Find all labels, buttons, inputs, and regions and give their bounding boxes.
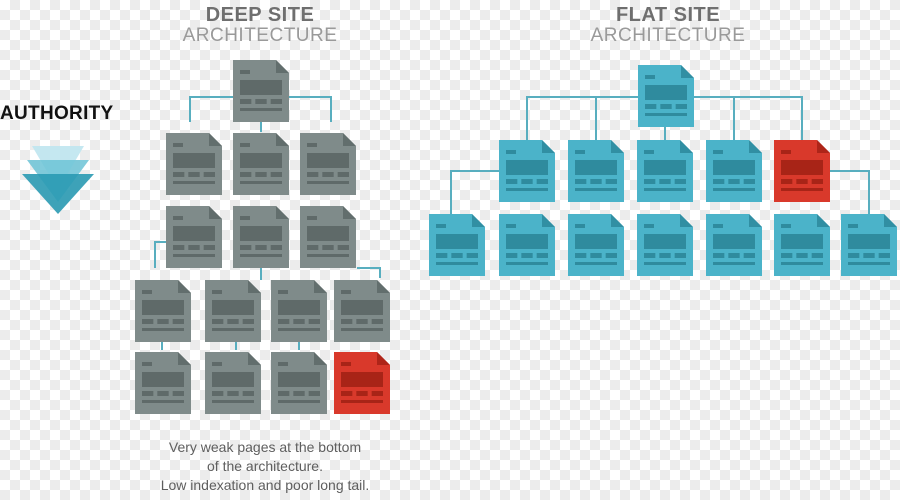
- deep-site-title: DEEP SITE: [205, 4, 315, 26]
- flat-site-title: FLAT SITE: [615, 4, 721, 26]
- connector-line: [830, 170, 870, 215]
- flat-page: [637, 140, 693, 202]
- caption-line: of the architecture.: [207, 458, 323, 474]
- deep-page: [271, 280, 327, 342]
- deep-site-subtitle: ARCHITECTURE: [182, 25, 338, 46]
- deep-page: [300, 206, 356, 268]
- deep-page-root: [233, 60, 289, 122]
- flat-page: [841, 214, 897, 276]
- connector-line: [450, 170, 500, 215]
- flat-page: [429, 214, 485, 276]
- deep-site-caption: Very weak pages at the bottom of the arc…: [140, 438, 390, 495]
- connector-line: [357, 267, 381, 278]
- weak-page: [774, 140, 830, 202]
- deep-page: [135, 352, 191, 414]
- flat-page: [774, 214, 830, 276]
- deep-page: [166, 133, 222, 195]
- caption-line: Low indexation and poor long tail.: [160, 477, 370, 493]
- deep-page: [205, 352, 261, 414]
- flat-page: [499, 140, 555, 202]
- flat-page: [706, 214, 762, 276]
- flat-page: [568, 214, 624, 276]
- weak-page: [334, 352, 390, 414]
- deep-page: [205, 280, 261, 342]
- deep-page: [271, 352, 327, 414]
- connector-line: [154, 241, 166, 268]
- flat-page: [499, 214, 555, 276]
- deep-page: [300, 133, 356, 195]
- flat-page: [637, 214, 693, 276]
- flat-page-root: [638, 65, 694, 127]
- deep-page: [233, 133, 289, 195]
- caption-line: Very weak pages at the bottom: [168, 439, 362, 455]
- deep-page: [334, 280, 390, 342]
- flat-page: [706, 140, 762, 202]
- authority-label: AUTHORITY: [0, 103, 114, 124]
- deep-page: [166, 206, 222, 268]
- deep-page: [135, 280, 191, 342]
- deep-page: [233, 206, 289, 268]
- flat-page: [568, 140, 624, 202]
- flat-site-subtitle: ARCHITECTURE: [590, 25, 746, 46]
- authority-arrow-icon: [22, 146, 94, 214]
